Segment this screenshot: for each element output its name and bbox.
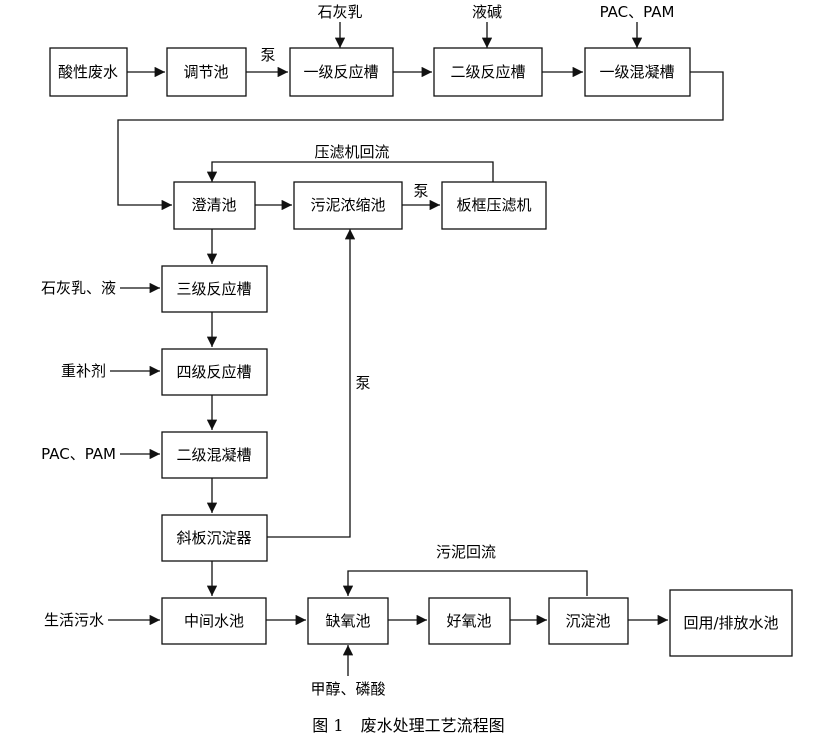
node-reaction-tank-4: 四级反应槽: [161, 348, 268, 396]
flow-connectors: [108, 22, 724, 676]
svg-text:回用/排放水池: 回用/排放水池: [683, 614, 778, 632]
input-methanol-phosphoric: 甲醇、磷酸: [310, 680, 385, 698]
svg-text:酸性废水: 酸性废水: [58, 63, 118, 81]
node-reaction-tank-3: 三级反应槽: [161, 265, 268, 313]
figure-title: 废水处理工艺流程图: [360, 716, 505, 735]
svg-text:好氧池: 好氧池: [446, 612, 491, 630]
label-pump-2: 泵: [413, 182, 428, 200]
svg-text:板框压滤机: 板框压滤机: [456, 196, 531, 214]
node-sedimentation-tank: 沉淀池: [548, 597, 629, 645]
svg-text:一级反应槽: 一级反应槽: [303, 63, 378, 81]
svg-text:中间水池: 中间水池: [184, 612, 244, 630]
node-reaction-tank-1: 一级反应槽: [289, 47, 394, 97]
node-aerobic-tank: 好氧池: [428, 597, 511, 645]
node-coagulation-tank-1: 一级混凝槽: [584, 47, 691, 97]
svg-text:斜板沉淀器: 斜板沉淀器: [176, 529, 251, 547]
svg-text:缺氧池: 缺氧池: [325, 612, 370, 630]
input-heavy-metal-agent: 重补剂: [61, 362, 106, 380]
label-sludge-return: 污泥回流: [436, 543, 496, 561]
svg-text:二级反应槽: 二级反应槽: [450, 63, 525, 81]
node-intermediate-tank: 中间水池: [161, 597, 267, 645]
edge-filterpress-return: [206, 161, 494, 182]
edge-coagulation1-to-clarifier: [117, 71, 724, 211]
input-pac-pam-top: PAC、PAM: [600, 3, 675, 21]
label-pump-3: 泵: [355, 374, 370, 392]
svg-text:沉淀池: 沉淀池: [565, 612, 610, 630]
node-filter-press: 板框压滤机: [441, 181, 547, 230]
input-domestic-sewage: 生活污水: [44, 611, 104, 629]
node-acid-wastewater: 酸性废水: [49, 47, 128, 97]
node-sludge-thickener: 污泥浓缩池: [293, 181, 403, 230]
label-pump-1: 泵: [260, 46, 275, 64]
figure-number: 图 1: [312, 716, 344, 735]
input-lime-milk: 石灰乳: [317, 3, 362, 21]
input-lime-milk-liquid: 石灰乳、液: [41, 279, 116, 297]
node-equalization-tank: 调节池: [166, 47, 247, 97]
node-reuse-discharge-tank: 回用/排放水池: [669, 589, 793, 657]
edge-settler-to-thickener: [267, 229, 356, 538]
svg-text:调节池: 调节池: [183, 63, 228, 81]
svg-text:二级混凝槽: 二级混凝槽: [176, 446, 251, 464]
label-filter-press-return: 压滤机回流: [314, 143, 389, 161]
figure-caption: 图 1 废水处理工艺流程图: [0, 712, 817, 736]
node-reaction-tank-2: 二级反应槽: [433, 47, 543, 97]
node-inclined-settler: 斜板沉淀器: [161, 514, 268, 562]
input-caustic: 液碱: [472, 3, 502, 21]
svg-text:一级混凝槽: 一级混凝槽: [599, 63, 674, 81]
svg-text:澄清池: 澄清池: [191, 196, 236, 214]
svg-text:三级反应槽: 三级反应槽: [176, 280, 251, 298]
svg-text:污泥浓缩池: 污泥浓缩池: [310, 196, 385, 214]
edge-sludge-return: [342, 570, 588, 596]
input-pac-pam-left: PAC、PAM: [41, 445, 116, 463]
node-anoxic-tank: 缺氧池: [307, 597, 389, 645]
node-coagulation-tank-2: 二级混凝槽: [161, 431, 268, 479]
node-clarifier: 澄清池: [173, 181, 256, 230]
svg-text:四级反应槽: 四级反应槽: [176, 363, 251, 381]
